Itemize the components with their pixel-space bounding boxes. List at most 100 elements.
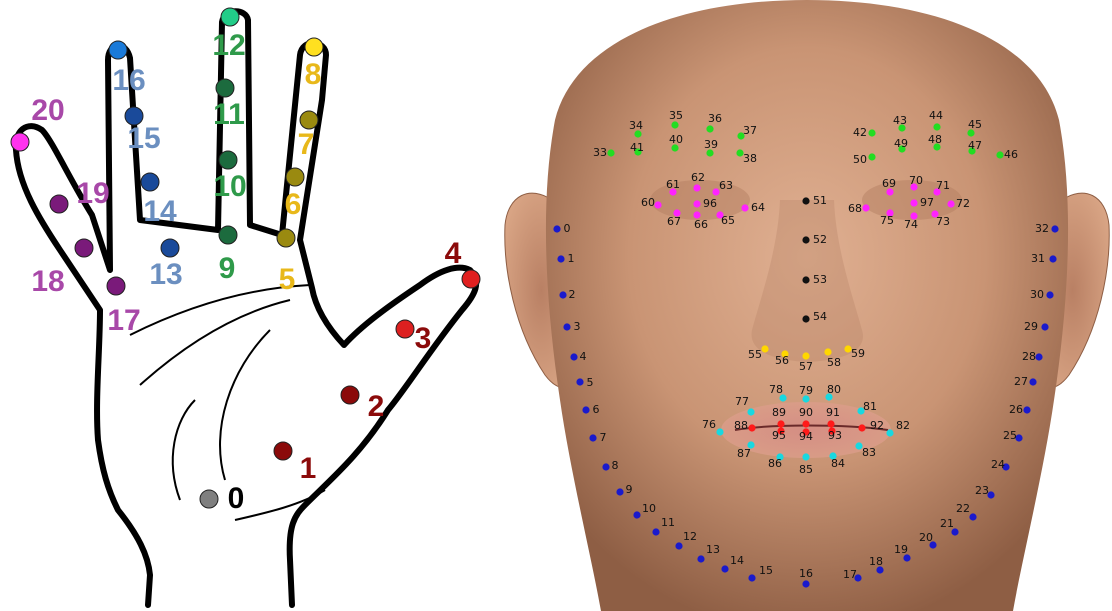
hand-landmark-11-label: 11 (213, 98, 245, 131)
face-landmark-25-label: 25 (1003, 429, 1017, 442)
face-landmark-78-label: 78 (769, 383, 783, 396)
face-landmark-40-label: 40 (669, 133, 683, 146)
hand-landmark-13-dot (161, 239, 179, 257)
face-landmark-3-dot (563, 323, 570, 330)
face-landmark-60-dot (654, 201, 661, 208)
face-landmark-11-label: 11 (661, 516, 675, 529)
face-landmark-62-dot (693, 184, 700, 191)
face-landmark-22-dot (969, 513, 976, 520)
face-landmark-81-label: 81 (863, 400, 877, 413)
face-landmark-69-label: 69 (882, 177, 896, 190)
face-landmark-18-label: 18 (869, 555, 883, 568)
hand-landmark-14-label: 14 (143, 195, 177, 228)
face-landmark-14-dot (721, 565, 728, 572)
face-landmark-91-label: 91 (826, 406, 840, 419)
face-landmark-44-dot (933, 123, 940, 130)
face-landmark-14-label: 14 (730, 554, 744, 567)
face-landmark-11-dot (652, 528, 659, 535)
hand-landmark-7-dot (300, 111, 318, 129)
face-diagram: 0123456789101112131415161718192021222324… (505, 0, 1109, 611)
face-landmark-50-label: 50 (853, 153, 867, 166)
hand-landmark-3-label: 3 (415, 322, 432, 355)
face-landmark-12-dot (675, 542, 682, 549)
hand-landmark-8-label: 8 (305, 58, 322, 91)
face-landmark-24-label: 24 (991, 458, 1005, 471)
face-landmark-50-dot (868, 153, 875, 160)
face-landmark-28-dot (1035, 353, 1042, 360)
hand-landmark-18-label: 18 (31, 265, 64, 298)
face-landmark-15-label: 15 (759, 564, 773, 577)
face-landmark-97-label: 97 (920, 196, 934, 209)
hand-landmark-5-label: 5 (279, 263, 296, 296)
face-landmark-88-label: 88 (734, 419, 748, 432)
face-landmark-79-label: 79 (799, 384, 813, 397)
hand-landmark-10-label: 10 (213, 170, 246, 203)
hand-landmark-12-dot (221, 8, 239, 26)
face-landmark-15-dot (748, 574, 755, 581)
face-landmark-43-label: 43 (893, 114, 907, 127)
hand-landmark-6-label: 6 (285, 188, 302, 221)
face-landmark-1-label: 1 (568, 252, 575, 265)
hand-landmark-13-label: 13 (149, 258, 182, 291)
hand-landmark-17-label: 17 (107, 304, 140, 337)
hand-landmark-8-dot (305, 38, 323, 56)
face-landmark-64-dot (741, 204, 748, 211)
face-landmark-3-label: 3 (574, 320, 581, 333)
face-landmark-92-dot (858, 424, 865, 431)
face-landmark-31-label: 31 (1031, 252, 1045, 265)
face-landmark-17-label: 17 (843, 568, 857, 581)
palm-crease-2 (140, 300, 290, 385)
face-landmark-47-label: 47 (968, 139, 982, 152)
face-landmark-90-dot (802, 420, 809, 427)
face-landmark-32-label: 32 (1035, 222, 1049, 235)
face-landmark-44-label: 44 (929, 109, 943, 122)
face-landmark-1-dot (557, 255, 564, 262)
face-landmark-10-dot (633, 511, 640, 518)
face-landmark-72-dot (947, 200, 954, 207)
hand-landmark-9-dot (219, 226, 237, 244)
face-landmark-36-label: 36 (708, 112, 722, 125)
face-landmark-84-label: 84 (831, 457, 845, 470)
face-landmark-66-label: 66 (694, 218, 708, 231)
hand-landmark-5-dot (277, 229, 295, 247)
hand-landmark-18-dot (75, 239, 93, 257)
face-landmark-57-label: 57 (799, 360, 813, 373)
hand-landmark-1-dot (274, 442, 292, 460)
face-landmark-2-dot (559, 291, 566, 298)
face-landmark-59-label: 59 (851, 347, 865, 360)
face-landmark-74-label: 74 (904, 218, 918, 231)
hand-landmark-3-dot (396, 320, 414, 338)
face-landmark-29-dot (1041, 323, 1048, 330)
face-landmark-31-dot (1049, 255, 1056, 262)
face-landmark-97-dot (910, 199, 917, 206)
face-landmark-26-dot (1023, 406, 1030, 413)
face-landmark-35-label: 35 (669, 109, 683, 122)
face-landmark-75-label: 75 (880, 214, 894, 227)
face-landmark-23-label: 23 (975, 484, 989, 497)
face-landmark-22-label: 22 (956, 502, 970, 515)
hand-landmark-4-dot (462, 270, 480, 288)
face-landmark-93-label: 93 (828, 429, 842, 442)
face-landmark-55-label: 55 (748, 348, 762, 361)
face-landmark-52-dot (802, 236, 809, 243)
face-landmark-20-label: 20 (919, 531, 933, 544)
face-landmark-9-dot (616, 488, 623, 495)
face-landmark-60-label: 60 (641, 196, 655, 209)
hand-landmark-11-dot (216, 79, 234, 97)
face-landmark-5-label: 5 (587, 376, 594, 389)
hand-landmark-16-label: 16 (112, 64, 145, 97)
face-landmark-58-label: 58 (827, 356, 841, 369)
face-landmark-57-dot (802, 352, 809, 359)
hand-landmark-12-label: 12 (212, 29, 245, 62)
face-landmark-13-label: 13 (706, 543, 720, 556)
face-landmark-58-dot (824, 348, 831, 355)
hand-landmark-14-dot (141, 173, 159, 191)
face-landmark-61-label: 61 (666, 178, 680, 191)
face-landmark-52-label: 52 (813, 233, 827, 246)
face-landmark-28-label: 28 (1022, 350, 1036, 363)
face-landmark-55-dot (761, 345, 768, 352)
face-landmark-94-label: 94 (799, 430, 813, 443)
hand-landmark-2-dot (341, 386, 359, 404)
